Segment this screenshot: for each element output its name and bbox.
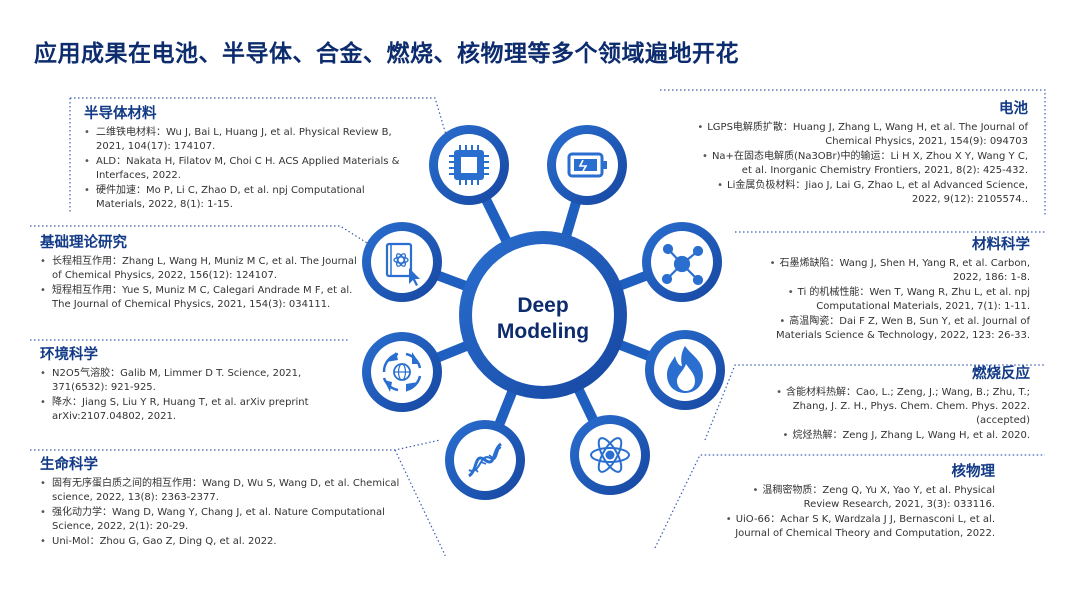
node-battery	[547, 125, 627, 205]
connector-lines	[30, 89, 1046, 556]
reference-item: 石墨烯缺陷：Wang J, Shen H, Yang R, et al. Car…	[750, 257, 1030, 285]
atom-icon	[590, 437, 630, 473]
reference-item: 强化动力学：Wang D, Wang Y, Chang J, et al. Na…	[40, 506, 420, 534]
node-materials	[642, 222, 722, 302]
dna-icon	[467, 442, 503, 478]
panel-title: 材料科学	[972, 237, 1030, 253]
connector-nuclear	[654, 454, 1045, 549]
reference-item: 短程相互作用：Yue S, Muniz M C, Calegari Andrad…	[40, 284, 360, 312]
reference-item: Ti 的机械性能：Wen T, Wang R, Zhu L, et al. np…	[750, 286, 1030, 314]
panel-title: 基础理论研究	[40, 235, 127, 251]
panel-title: 电池	[999, 101, 1028, 117]
panel-title: 生命科学	[40, 457, 98, 473]
panel-environment: 环境科学 N2O5气溶胶：Galib M, Limmer D T. Scienc…	[40, 348, 345, 425]
reference-item: LGPS电解质扩散：Huang J, Zhang L, Wang H, et a…	[692, 121, 1028, 149]
panel-semiconductor: 半导体材料 二维铁电材料：Wu J, Bai L, Huang J, et al…	[84, 107, 414, 213]
panel-combustion: 燃烧反应 含能材料热解：Cao, L.; Zeng, J.; Wang, B.;…	[745, 367, 1030, 444]
flame-icon	[667, 346, 703, 393]
panel-nuclear: 核物理 温稠密物质：Zeng Q, Yu X, Yao Y, et al. Ph…	[720, 465, 995, 542]
reference-item: Li金属负极材料：Jiao J, Lai G, Zhao L, et al Ad…	[692, 179, 1028, 207]
reference-item: 含能材料热解：Cao, L.; Zeng, J.; Wang, B.; Zhu,…	[745, 386, 1030, 428]
panel-materials: 材料科学 石墨烯缺陷：Wang J, Shen H, Yang R, et al…	[750, 238, 1030, 344]
center-disc	[472, 244, 614, 386]
connector-combustion	[704, 364, 1045, 441]
node-life-science	[445, 420, 525, 500]
reference-item: 温稠密物质：Zeng Q, Yu X, Yao Y, et al. Physic…	[720, 484, 995, 512]
page-title: 应用成果在电池、半导体、合金、燃烧、核物理等多个领域遍地开花	[34, 41, 739, 67]
reference-item: 降水：Jiang S, Liu Y R, Huang T, et al. arX…	[40, 396, 345, 424]
chip-icon	[449, 145, 489, 185]
reference-item: 高温陶瓷：Dai F Z, Wen B, Sun Y, et al. Journ…	[750, 315, 1030, 343]
panel-title: 半导体材料	[84, 106, 157, 122]
connector-semiconductor	[70, 97, 451, 149]
panel-life-science: 生命科学 固有无序蛋白质之间的相互作用：Wang D, Wu S, Wang D…	[40, 458, 420, 550]
reference-item: 硬件加速：Mo P, Li C, Zhao D, et al. npj Comp…	[84, 184, 414, 212]
node-semiconductor	[429, 125, 509, 205]
node-environment	[362, 332, 442, 412]
center-label-line1: Deep	[517, 294, 568, 317]
panel-title: 核物理	[951, 464, 996, 480]
recycle-globe-icon	[382, 352, 422, 392]
panel-battery: 电池 LGPS电解质扩散：Huang J, Zhang L, Wang H, e…	[692, 102, 1028, 208]
connector-life	[30, 439, 441, 451]
center-label-line2: Modeling	[497, 320, 589, 343]
connector-battery	[660, 89, 1046, 215]
reference-item: ALD：Nakata H, Filatov M, Choi C H. ACS A…	[84, 155, 414, 183]
panel-theory: 基础理论研究 长程相互作用：Zhang L, Wang H, Muniz M C…	[40, 236, 360, 313]
battery-icon	[567, 152, 607, 178]
reference-item: 二维铁电材料：Wu J, Bai L, Huang J, et al. Phys…	[84, 126, 414, 154]
molecule-icon	[661, 243, 704, 286]
reference-item: Na+在固态电解质(Na3OBr)中的输运：Li H X, Zhou X Y, …	[692, 150, 1028, 178]
book-atom-icon	[385, 242, 420, 286]
node-nuclear	[570, 415, 650, 495]
reference-item: N2O5气溶胶：Galib M, Limmer D T. Science, 20…	[40, 367, 345, 395]
reference-item: 烷烃热解：Zeng J, Zhang L, Wang H, et al. 202…	[745, 429, 1030, 443]
reference-item: 长程相互作用：Zhang L, Wang H, Muniz M C, et al…	[40, 255, 360, 283]
connector-life-bottom	[394, 449, 446, 556]
reference-item: UiO-66：Achar S K, Wardzala J J, Bernasco…	[720, 513, 995, 541]
node-theory	[362, 222, 442, 302]
reference-item: 固有无序蛋白质之间的相互作用：Wang D, Wu S, Wang D, et …	[40, 477, 420, 505]
panel-title: 环境科学	[40, 347, 98, 363]
reference-item: Uni-Mol：Zhou G, Gao Z, Ding Q, et al. 20…	[40, 535, 420, 549]
node-combustion	[645, 330, 725, 410]
connector-theory	[30, 225, 373, 247]
panel-title: 燃烧反应	[972, 366, 1030, 382]
